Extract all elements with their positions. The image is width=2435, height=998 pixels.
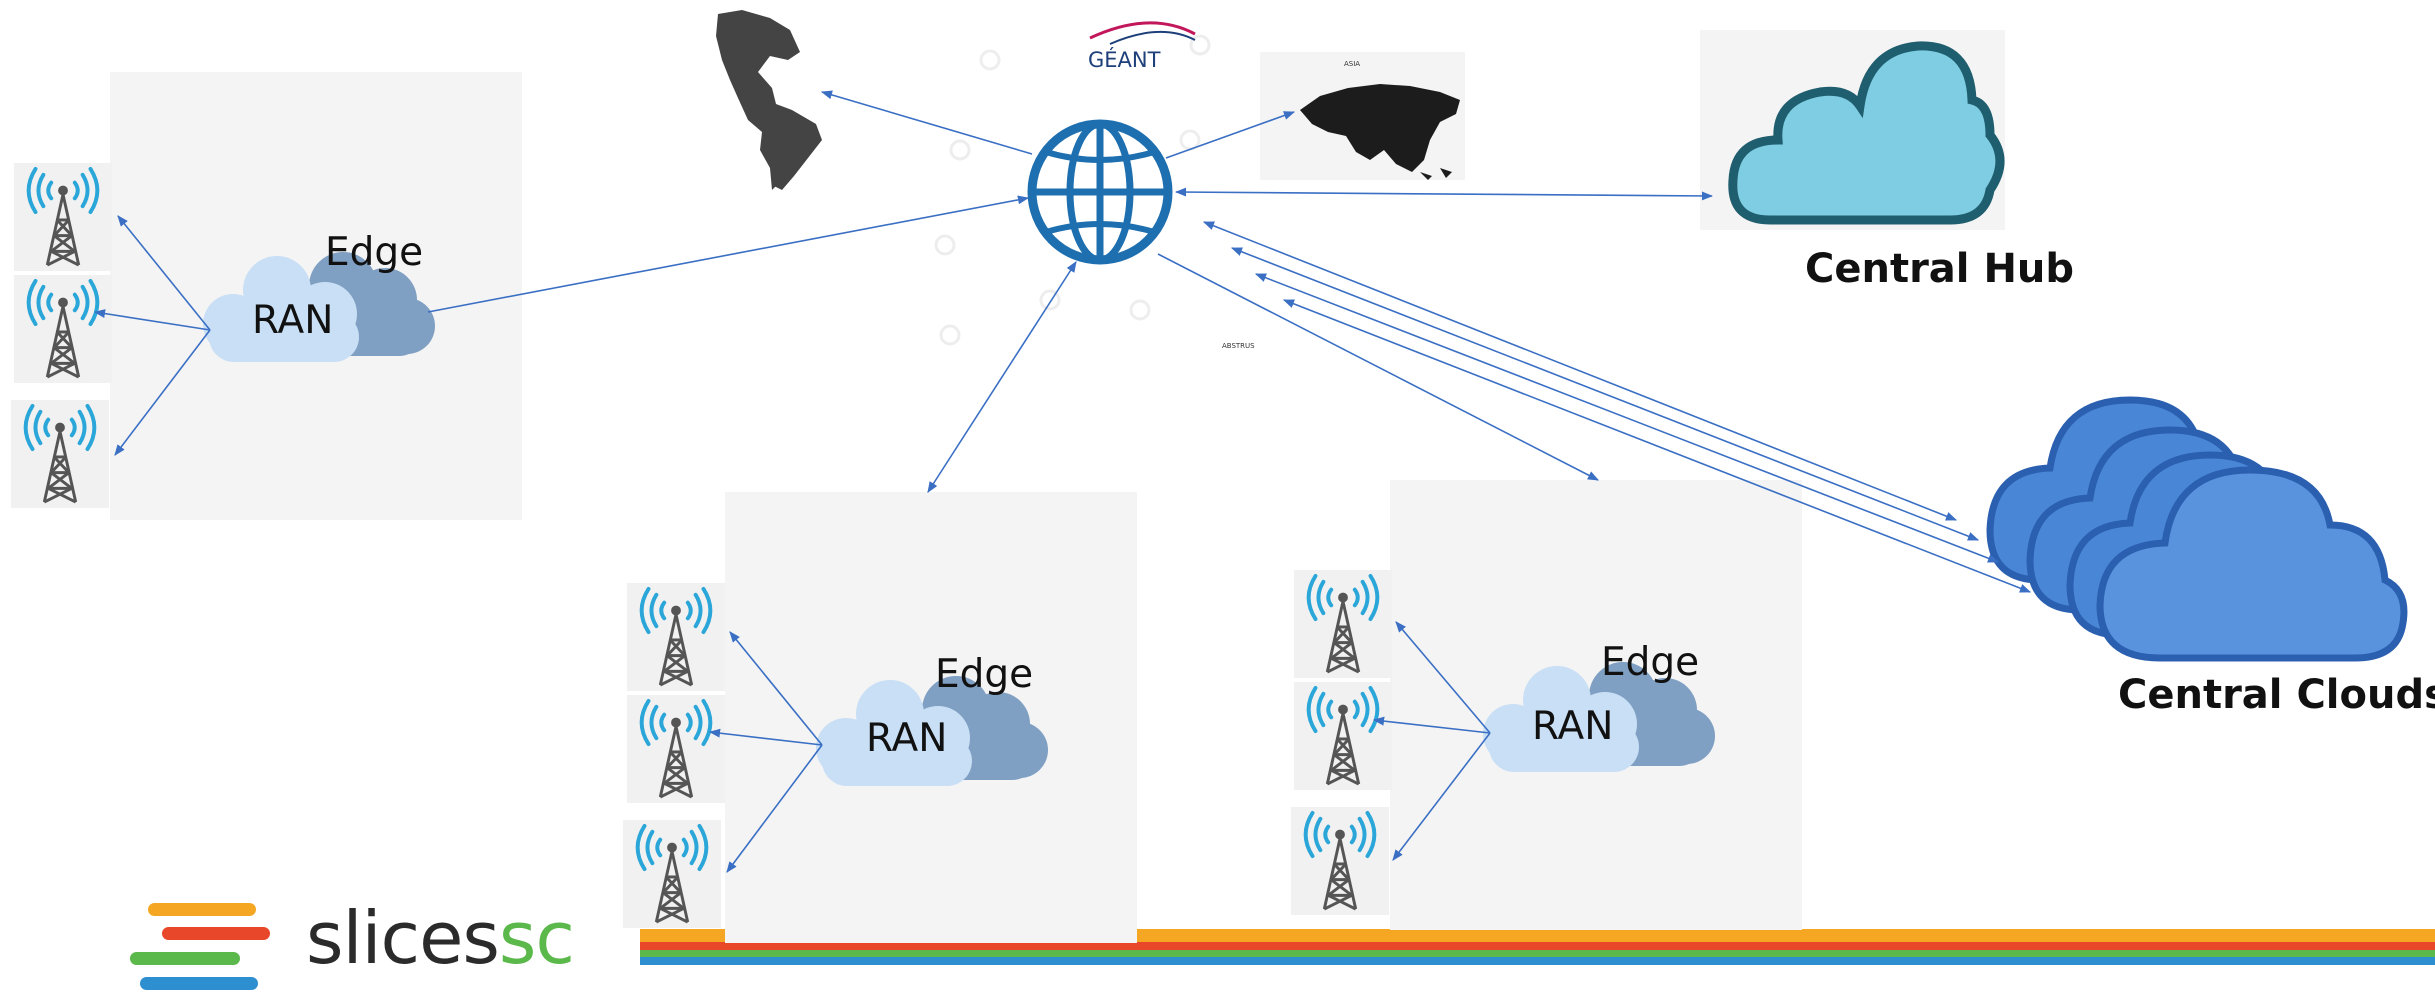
central-clouds-icon bbox=[1986, 396, 2408, 662]
cell-tower-icon bbox=[622, 820, 722, 928]
edge-label: Edge bbox=[1601, 640, 1700, 685]
central-clouds-label: Central Clouds bbox=[2118, 672, 2435, 718]
logo-text-accent: sc bbox=[498, 896, 575, 980]
ran-label: RAN bbox=[866, 716, 948, 761]
cell-tower-icon bbox=[1293, 570, 1393, 678]
ran-label: RAN bbox=[1532, 704, 1614, 749]
central-hub-label: Central Hub bbox=[1805, 246, 2075, 292]
footer-stripes bbox=[640, 912, 2435, 965]
cell-tower-icon bbox=[13, 163, 113, 271]
edge-label: Edge bbox=[325, 230, 424, 275]
globe-icon bbox=[1027, 119, 1173, 265]
ran-label: RAN bbox=[252, 298, 334, 343]
cell-tower-icon bbox=[1293, 682, 1393, 790]
cell-tower-icon bbox=[626, 695, 726, 803]
network-links bbox=[93, 90, 2032, 873]
slicessc-logo-text: slicessc bbox=[306, 896, 575, 980]
map-caption: ASIA bbox=[1344, 60, 1361, 68]
world-map-icon bbox=[716, 10, 822, 190]
world-map-icon bbox=[1300, 84, 1460, 172]
cell-tower-icon bbox=[1290, 807, 1390, 915]
central-hub-cloud-icon bbox=[1700, 30, 2005, 230]
geant-logo-text: GÉANT bbox=[1088, 48, 1161, 72]
small-caption: ABSTRUS bbox=[1222, 342, 1255, 350]
cell-tower-icon bbox=[10, 400, 110, 508]
edge-label: Edge bbox=[935, 652, 1034, 697]
slicessc-logo-mark bbox=[130, 903, 270, 990]
logo-text-dark: slices bbox=[306, 896, 500, 980]
geant-logo-swoosh bbox=[1089, 21, 1196, 40]
cell-tower-icon bbox=[626, 583, 726, 691]
cell-tower-icon bbox=[13, 275, 113, 383]
